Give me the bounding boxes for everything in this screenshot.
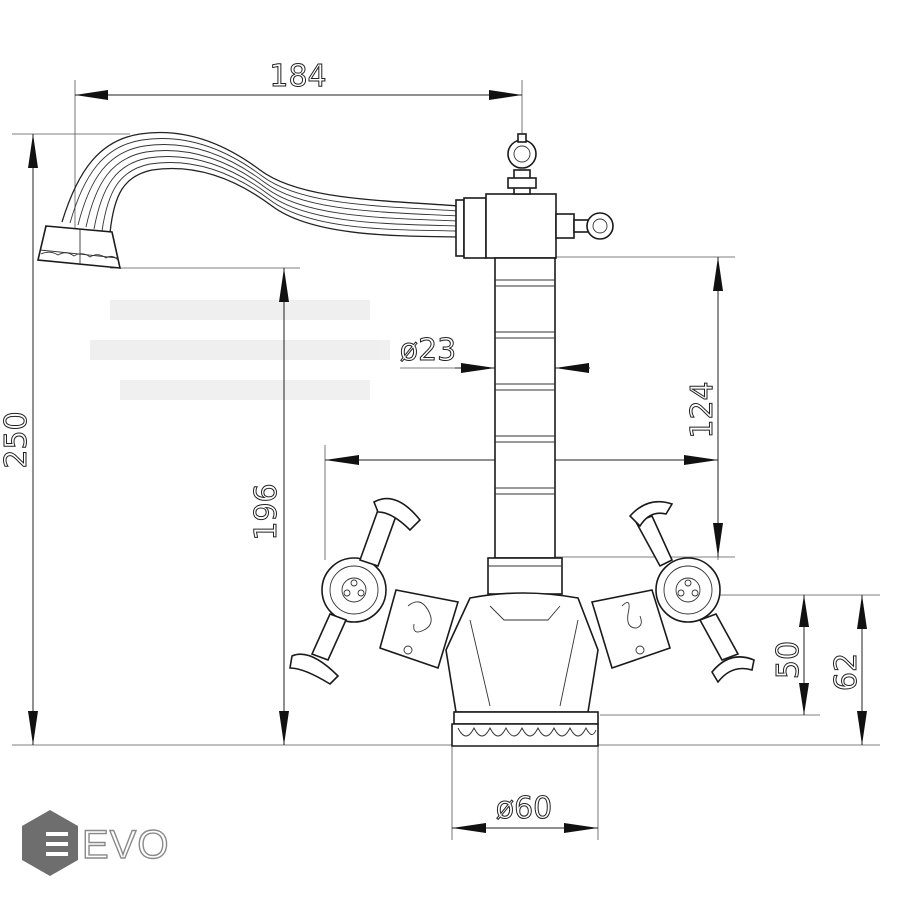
right-handle: [590, 500, 755, 684]
left-handle: [289, 497, 460, 686]
dimension-50: 50: [771, 595, 809, 715]
background-watermark: [90, 300, 390, 400]
dimension-124: 124: [685, 257, 723, 557]
dimension-label-23: ø23: [400, 333, 457, 368]
dimension-60: ø60: [452, 791, 598, 833]
dimension-250: 250: [0, 134, 38, 745]
dimension-196: 196: [249, 268, 289, 745]
lower-body: [445, 592, 599, 747]
column: [487, 257, 563, 595]
dimension-184: 184: [75, 59, 522, 100]
evo-logo: EVO: [22, 810, 169, 876]
swivel-head: [455, 133, 614, 259]
spout: [37, 131, 459, 269]
dimension-label-250: 250: [0, 411, 34, 468]
dimension-62: 62: [829, 595, 867, 745]
dimension-label-60: ø60: [496, 791, 553, 826]
dimension-label-196: 196: [249, 483, 284, 540]
dimension-label-50: 50: [771, 641, 806, 679]
dimension-label-184: 184: [269, 59, 326, 94]
dimension-label-62: 62: [829, 653, 864, 691]
logo-text: EVO: [82, 823, 169, 867]
dimension-label-124: 124: [685, 381, 720, 438]
